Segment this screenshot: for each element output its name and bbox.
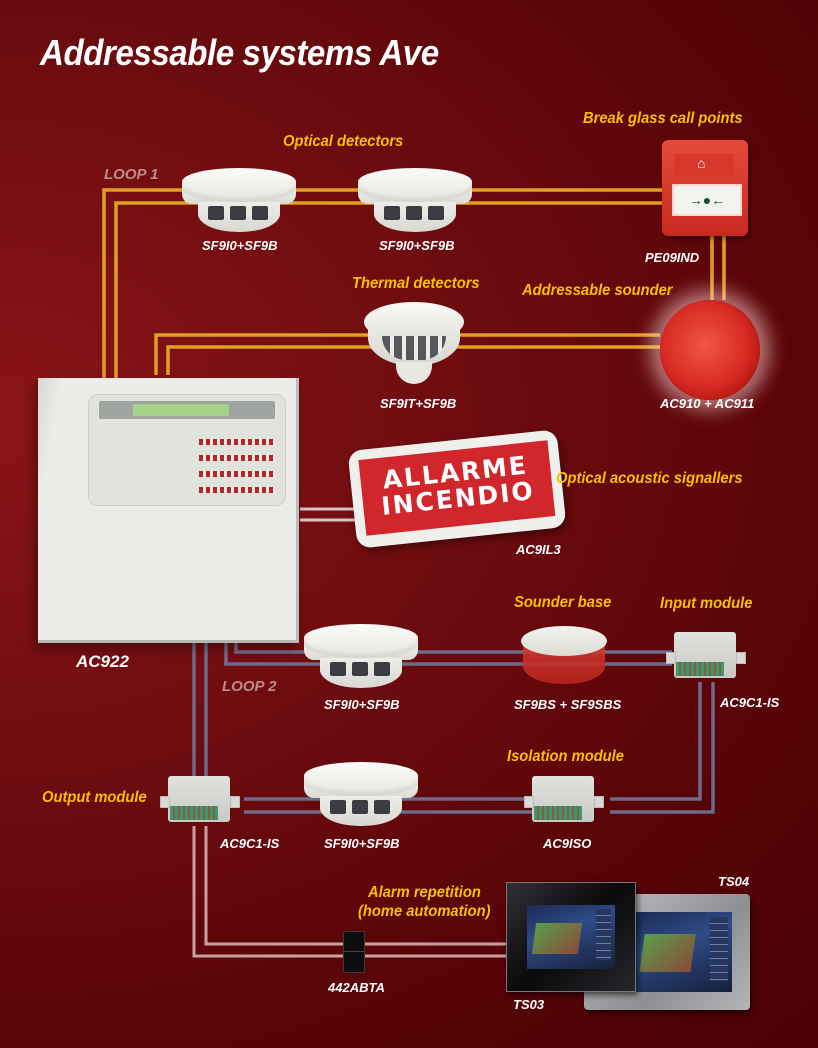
optical-detector-2[interactable] bbox=[358, 168, 472, 236]
panel-front bbox=[88, 394, 286, 506]
ts04-screen bbox=[634, 912, 732, 992]
isolation-module-code: AC9ISO bbox=[543, 836, 592, 851]
control-panel[interactable] bbox=[38, 378, 299, 643]
relay-442abta[interactable] bbox=[343, 931, 365, 973]
isolation-module-label: Isolation module bbox=[507, 748, 624, 765]
loop1-thermal-wire-outer bbox=[154, 333, 660, 375]
input-module[interactable] bbox=[666, 632, 746, 678]
optical-acoustic-label: Optical acoustic signallers bbox=[556, 470, 743, 487]
alarm-repetition-label-1: Alarm repetition bbox=[368, 884, 481, 901]
ts03-screen bbox=[527, 905, 615, 969]
output-module-code: AC9C1-IS bbox=[220, 836, 280, 851]
output-module-label: Output module bbox=[42, 789, 147, 806]
signaller-code: AC9IL3 bbox=[516, 542, 561, 557]
sounder-base-label: Sounder base bbox=[514, 594, 612, 611]
loop2-wire-right-a bbox=[610, 682, 702, 801]
optical-detector-1-code: SF9I0+SF9B bbox=[202, 238, 278, 253]
output-module[interactable] bbox=[160, 776, 240, 822]
input-module-code: AC9C1-IS bbox=[720, 695, 780, 710]
thermal-detector[interactable] bbox=[364, 302, 464, 388]
optical-detector-2-code: SF9I0+SF9B bbox=[379, 238, 455, 253]
addressable-sounder[interactable] bbox=[660, 300, 760, 400]
loop1-label: LOOP 1 bbox=[104, 166, 159, 183]
break-glass-code: PE09IND bbox=[645, 250, 700, 265]
thermal-detector-code: SF9IT+SF9B bbox=[380, 396, 457, 411]
fire-house-icon: ⌂ bbox=[697, 155, 706, 171]
break-glass-call-point[interactable]: ⌂ →●← bbox=[662, 140, 748, 236]
loop1-wire-inner bbox=[114, 201, 690, 380]
loop1-thermal-wire-inner bbox=[166, 345, 660, 375]
page-title: Addressable systems Ave bbox=[40, 32, 439, 73]
ts03-code: TS03 bbox=[513, 997, 545, 1012]
touch-screen-ts03[interactable] bbox=[506, 882, 636, 992]
input-module-label: Input module bbox=[660, 595, 753, 612]
loop2-detector-2-code: SF9I0+SF9B bbox=[324, 836, 400, 851]
loop2-optical-detector-2[interactable] bbox=[304, 762, 418, 830]
isolation-module[interactable] bbox=[524, 776, 604, 822]
optical-detectors-label: Optical detectors bbox=[283, 133, 404, 150]
loop2-wire-right-b bbox=[610, 682, 715, 814]
loop2-detector-1-code: SF9I0+SF9B bbox=[324, 697, 400, 712]
relay-code: 442ABTA bbox=[328, 980, 385, 995]
break-glass-window: →●← bbox=[672, 184, 742, 216]
loop2-label: LOOP 2 bbox=[222, 678, 277, 695]
ts04-code: TS04 bbox=[718, 874, 750, 889]
panel-code: AC922 bbox=[76, 652, 129, 671]
break-glass-label: Break glass call points bbox=[583, 110, 743, 127]
optical-detector-1[interactable] bbox=[182, 168, 296, 236]
alarm-repetition-label-2: (home automation) bbox=[358, 903, 491, 920]
repetition-wire-inner bbox=[204, 826, 510, 946]
sounder-base[interactable] bbox=[521, 626, 607, 688]
repetition-wire-outer bbox=[192, 826, 510, 958]
sounder-base-code: SF9BS + SF9SBS bbox=[514, 697, 622, 712]
panel-display bbox=[99, 401, 275, 419]
addressable-sounder-label: Addressable sounder bbox=[522, 282, 673, 299]
sounder-code: AC910 + AC911 bbox=[660, 396, 755, 411]
loop2-optical-detector-1[interactable] bbox=[304, 624, 418, 692]
thermal-detectors-label: Thermal detectors bbox=[352, 275, 480, 292]
